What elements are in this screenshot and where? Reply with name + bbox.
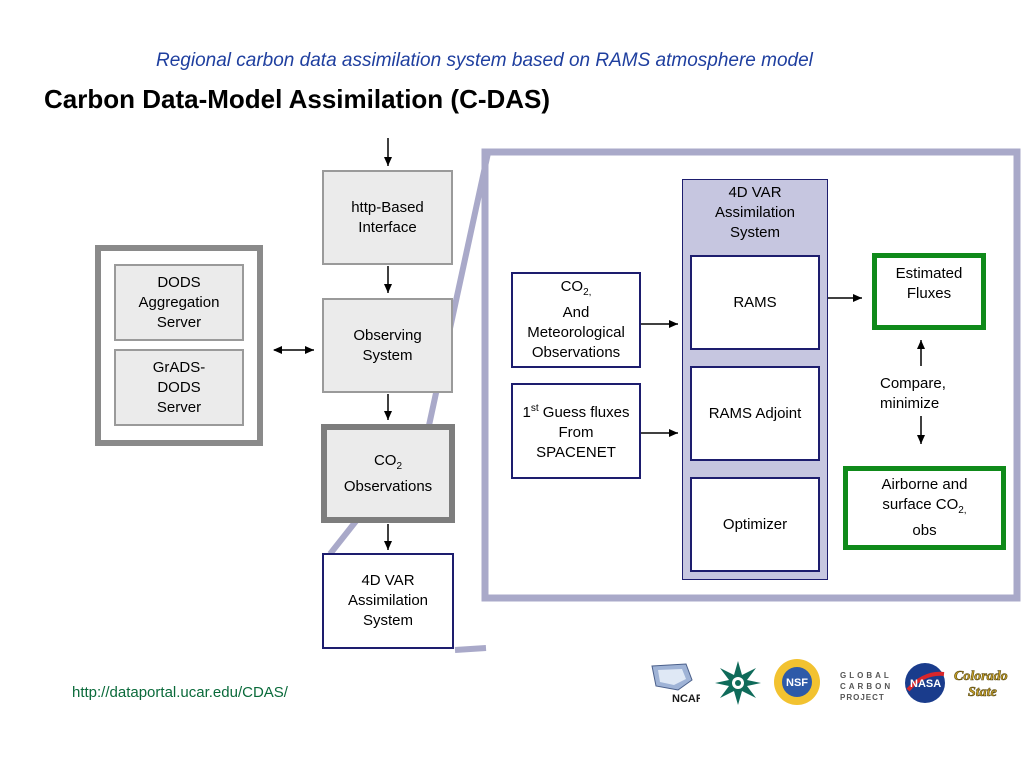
co2-meteorological-observations: CO2, And Meteorological Observations <box>511 272 641 368</box>
co2-subscript: 2 <box>396 460 403 472</box>
colorado-state-icon: Colorado State <box>954 669 1008 701</box>
nasa-logo: NASA <box>904 662 946 704</box>
guess-one: 1 <box>522 404 531 421</box>
compare-minimize-label: Compare, minimize <box>880 375 946 412</box>
colorado-state-logo: Colorado State <box>952 664 1022 706</box>
data-portal-link[interactable]: http://dataportal.ucar.edu/CDAS/ <box>72 684 288 701</box>
http-based-interface: http-Based Interface <box>322 170 453 265</box>
estimated-fluxes: Estimated Fluxes <box>872 253 986 330</box>
observing-system: Observing System <box>322 298 453 393</box>
ncar-icon: NCAR <box>651 663 704 705</box>
svg-text:NASA: NASA <box>910 678 941 690</box>
starburst-logo <box>714 660 762 706</box>
svg-text:GLOBAL: GLOBAL <box>840 671 892 680</box>
ncar-logo: NCAR <box>648 660 704 705</box>
airborne-line3: obs <box>912 522 937 539</box>
rams-adjoint-box: RAMS Adjoint <box>690 366 820 461</box>
svg-text:Colorado: Colorado <box>954 669 1008 684</box>
nsf-logo: NSF <box>772 657 822 707</box>
estimated-fluxes-label: Estimated Fluxes <box>895 265 963 302</box>
page-title: Carbon Data-Model Assimilation (C-DAS) <box>44 84 551 114</box>
co2met-co: CO <box>560 278 584 295</box>
dods-aggregation-server: DODS Aggregation Server <box>114 264 244 341</box>
guess-sup: st <box>530 403 539 414</box>
var-container-title: 4D VAR Assimilation System <box>714 184 796 241</box>
airborne-line2: surface CO2, <box>882 495 968 521</box>
var-assimilation-system: 4D VAR Assimilation System <box>322 553 454 649</box>
co2met-rest: And Meteorological Observations <box>527 304 625 361</box>
grads-dods-server: GrADS- DODS Server <box>114 349 244 426</box>
optimizer-box: Optimizer <box>690 477 820 572</box>
detail-frame <box>481 148 1021 602</box>
zoom-line-bottom <box>454 645 487 653</box>
zoom-line-bottom-extend <box>455 600 486 650</box>
svg-text:CARBON: CARBON <box>840 682 893 691</box>
nsf-icon: NSF <box>774 659 820 705</box>
nasa-icon: NASA <box>905 663 945 703</box>
guess-rest2: From SPACENET <box>536 424 616 461</box>
co2met-sub: 2, <box>583 287 592 298</box>
first-guess-fluxes: 1st Guess fluxes From SPACENET <box>511 383 641 479</box>
global-carbon-project-icon: GLOBAL CARBON PROJECT <box>836 668 898 704</box>
co2-observations-label: Observations <box>343 477 433 495</box>
svg-text:NSF: NSF <box>786 677 808 689</box>
airborne-line1: Airborne and <box>881 476 968 493</box>
svg-text:NCAR: NCAR <box>672 693 700 704</box>
co2-text: CO <box>373 451 397 469</box>
global-carbon-project-logo: GLOBAL CARBON PROJECT <box>836 668 898 704</box>
svg-text:PROJECT: PROJECT <box>840 693 885 702</box>
starburst-icon <box>715 661 761 705</box>
airborne-sub: 2, <box>958 505 967 516</box>
svg-text:State: State <box>968 685 997 700</box>
rams-box: RAMS <box>690 255 820 350</box>
co2-observations: CO2 Observations <box>321 424 455 523</box>
airborne-line2-text: surface CO <box>882 496 959 513</box>
guess-rest1: Guess fluxes <box>538 404 630 421</box>
subtitle: Regional carbon data assimilation system… <box>156 50 813 71</box>
airborne-surface-obs: Airborne and surface CO2, obs <box>843 466 1006 550</box>
